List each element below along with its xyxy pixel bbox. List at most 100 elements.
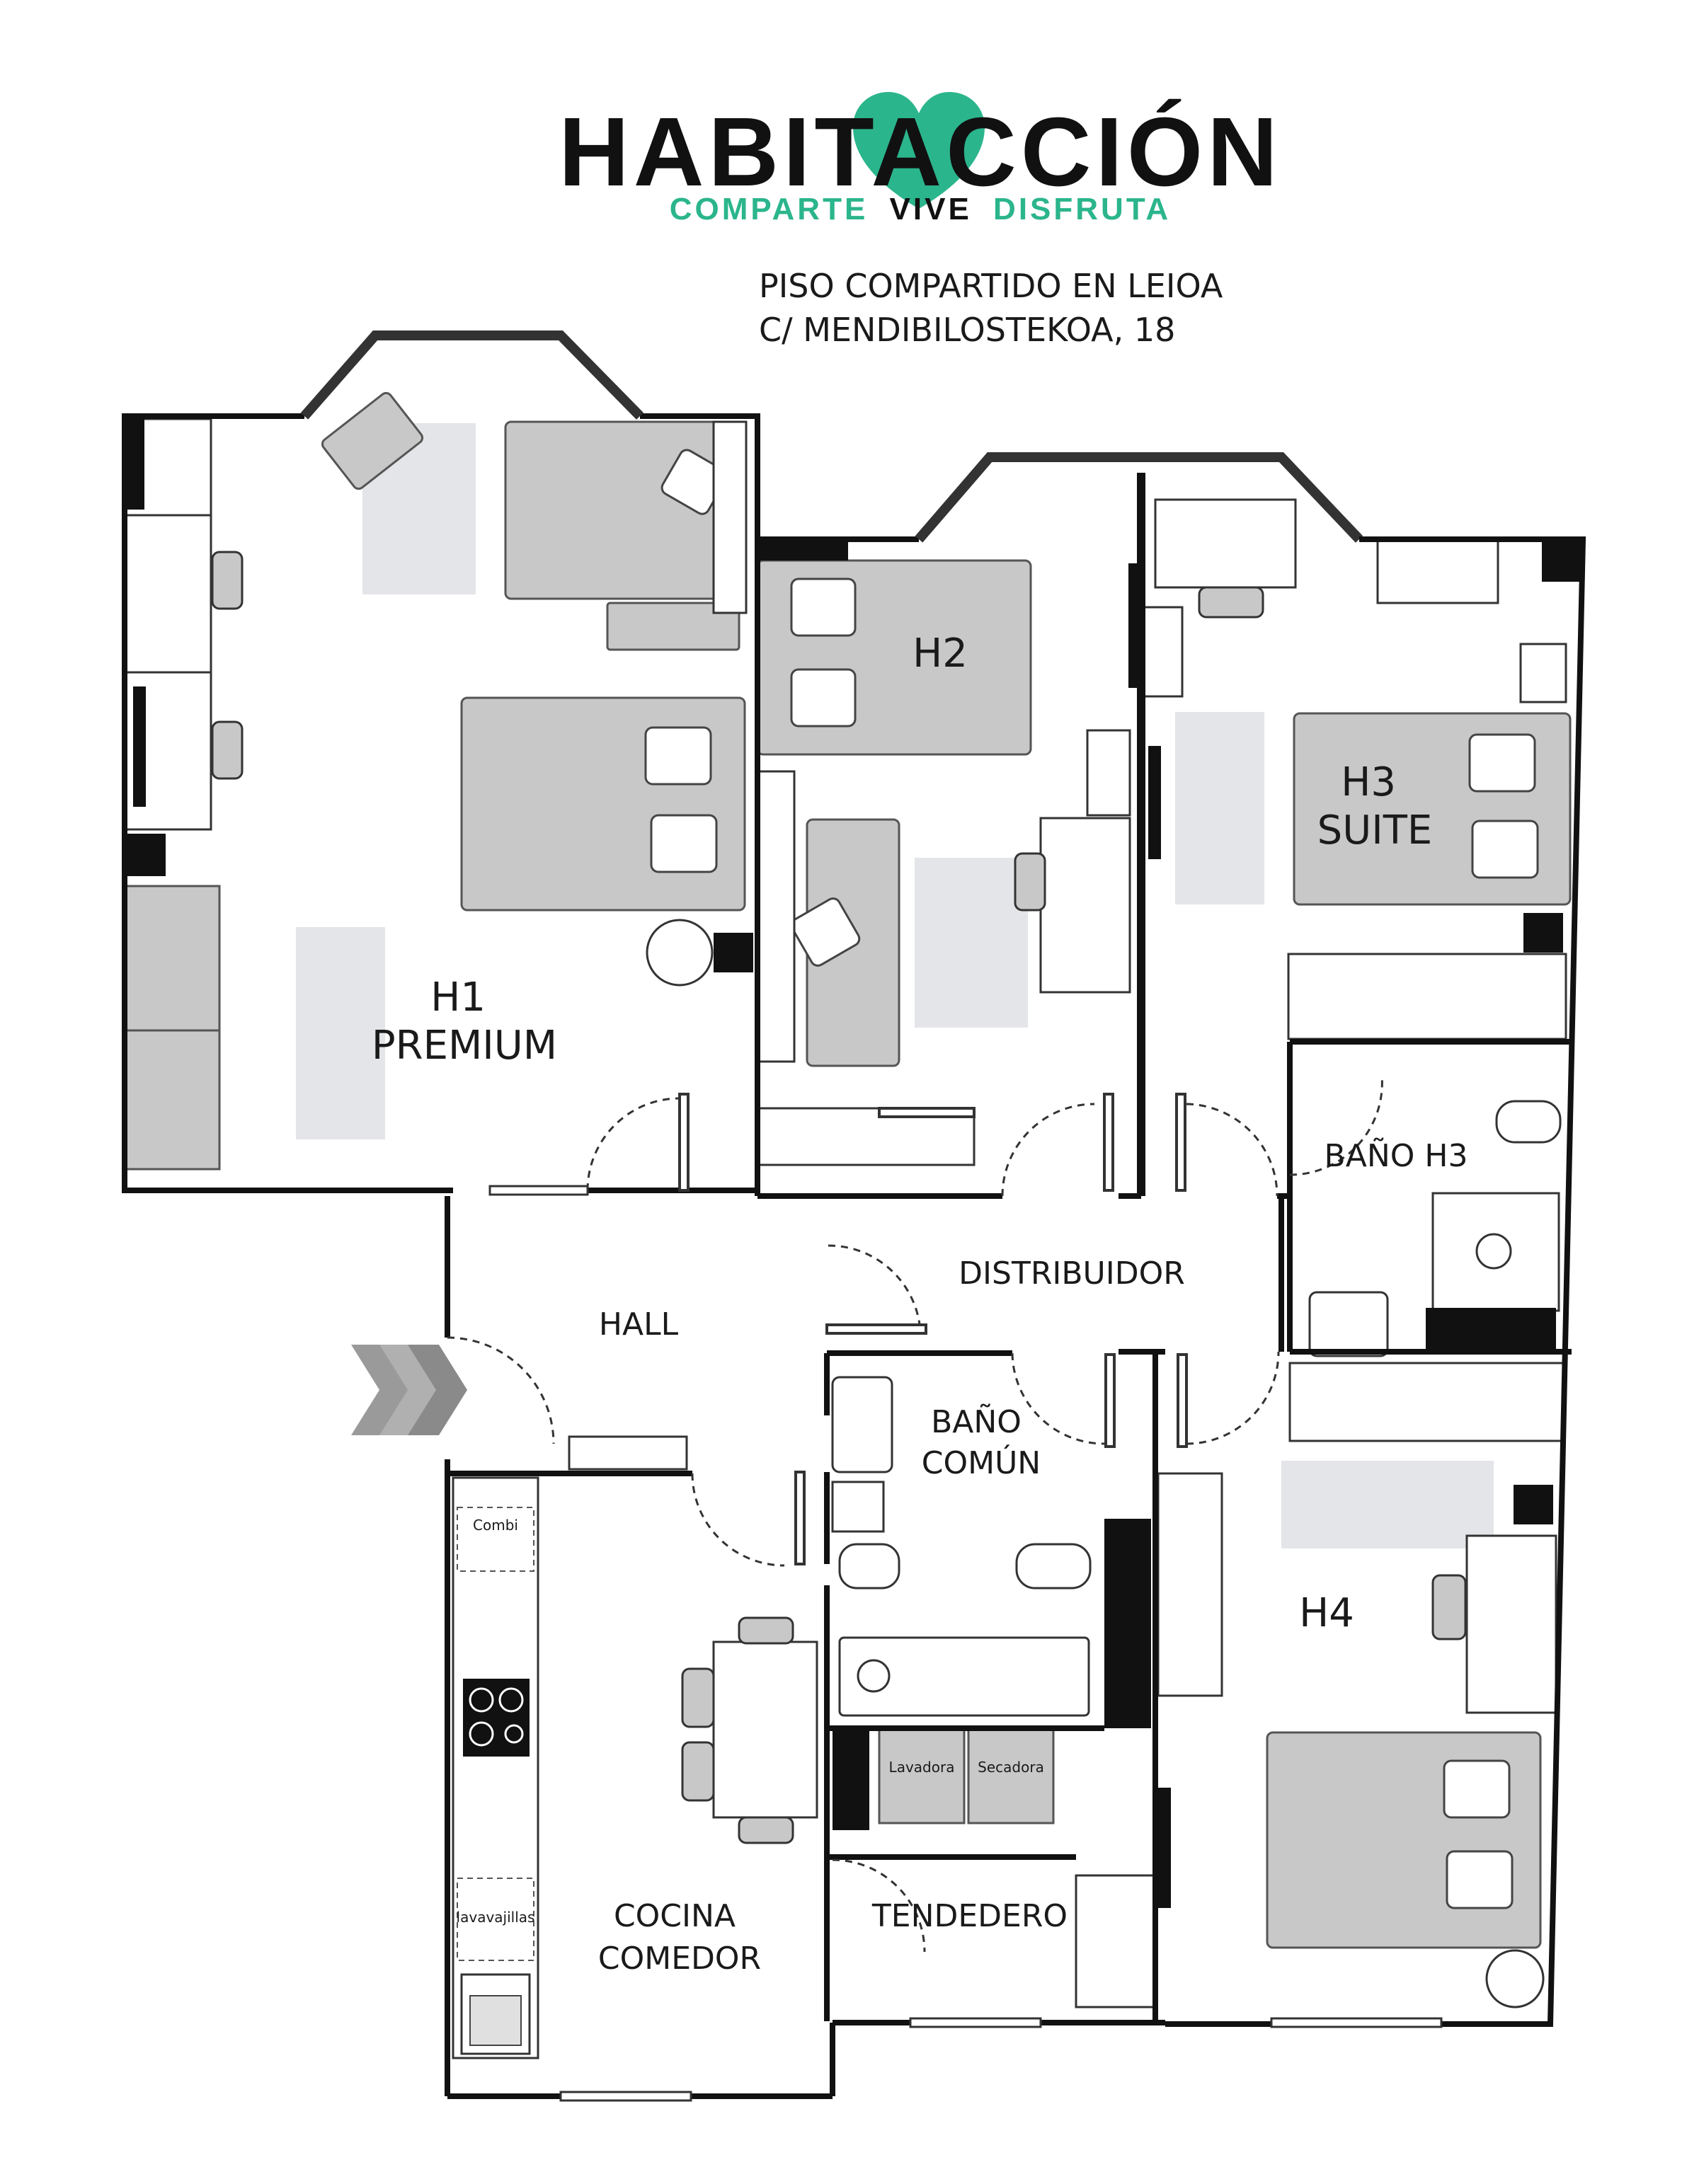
pillar	[757, 539, 848, 561]
cooktop	[463, 1679, 530, 1757]
door-swing	[691, 1473, 785, 1567]
window	[909, 2017, 1042, 2028]
door-leaf	[878, 1107, 976, 1118]
armchair-h1	[321, 391, 424, 490]
address-line-1: PISO COMPARTIDO EN LEIOA	[759, 267, 1223, 305]
room-h3-type: SUITE	[1317, 807, 1433, 854]
door-swing	[1186, 1103, 1278, 1197]
pillar	[125, 834, 166, 876]
room-bano-comun-label: BAÑO COMÚN	[922, 1403, 1041, 1481]
room-cocina-label: COCINA COMEDOR	[598, 1898, 761, 1977]
door-leaf	[1104, 1353, 1116, 1448]
wardrobe-h3	[1287, 953, 1567, 1040]
wardrobe-h4	[1288, 1362, 1566, 1442]
washer-label: Lavadora	[889, 1759, 955, 1776]
sink-h3	[1308, 1291, 1389, 1357]
bay-window-inner	[317, 345, 627, 418]
toilet-h3	[1495, 1100, 1562, 1144]
heart-icon	[853, 92, 985, 209]
door-leaves	[678, 1093, 1188, 1565]
bay-window	[915, 452, 1363, 543]
pillow	[790, 668, 857, 728]
bed-h1-top	[504, 420, 748, 600]
bay-window-inner	[932, 467, 1346, 541]
logo: HABITACCIÓN COMPARTE VIVE DISFRUTA	[559, 92, 1282, 226]
pillow	[1446, 1850, 1514, 1909]
chair	[681, 1667, 715, 1728]
dining-table	[712, 1640, 818, 1819]
address-line-2: C/ MENDIBILOSTEKOA, 18	[759, 311, 1175, 349]
door-swing	[1186, 1351, 1280, 1445]
chair	[738, 1816, 794, 1844]
cabinet-h3-a	[1376, 536, 1499, 604]
door-leaf	[794, 1471, 806, 1565]
shelf-h3	[1141, 606, 1184, 698]
rug	[1281, 1461, 1494, 1548]
burner	[504, 1724, 524, 1744]
sink-basin	[469, 1995, 522, 2046]
chair	[738, 1616, 794, 1645]
dishwasher-label: lavavajillas	[457, 1909, 535, 1926]
chairs	[211, 551, 1467, 1844]
pillar	[714, 933, 753, 972]
door-swing	[828, 1244, 922, 1331]
door-swing	[832, 1858, 926, 1953]
cabinet-tendedero	[1075, 1874, 1155, 2008]
pillow	[790, 577, 857, 637]
desk-h1-a	[123, 514, 212, 674]
round-table-h1	[646, 919, 714, 987]
round-table-h4	[1485, 1949, 1545, 2008]
wardrobe-h1-a	[125, 885, 221, 1032]
pillow	[1471, 820, 1539, 879]
dryer	[967, 1728, 1055, 1824]
door-swing	[1001, 1103, 1095, 1197]
washer	[878, 1728, 966, 1824]
burner	[498, 1687, 524, 1713]
door-leaf	[1177, 1353, 1188, 1448]
room-h1-label: H1 PREMIUM	[372, 975, 557, 1069]
room-h3-label: H3 SUITE	[1317, 759, 1433, 854]
room-distribuidor-label: DISTRIBUIDOR	[959, 1255, 1185, 1292]
door-leaf	[825, 1323, 927, 1335]
dryer-label: Secadora	[978, 1759, 1044, 1776]
shower-drain	[1475, 1233, 1512, 1270]
nightstand-h2	[755, 770, 796, 1063]
rug	[915, 858, 1028, 1028]
room-h4-label: H4	[1299, 1590, 1354, 1636]
chair	[1431, 1574, 1467, 1640]
pillar	[1148, 746, 1161, 859]
cabinet-comun	[831, 1481, 885, 1533]
bidet	[838, 1543, 900, 1590]
bay-window	[300, 331, 643, 420]
pillow	[650, 814, 718, 873]
burner	[469, 1687, 494, 1713]
rug	[1175, 712, 1264, 904]
room-bano-comun-line1: BAÑO	[931, 1403, 1022, 1440]
pillow	[1468, 733, 1536, 793]
pillow	[644, 726, 712, 786]
solid-walls	[125, 416, 1581, 1908]
rug	[296, 927, 385, 1139]
room-cocina-line2: COMEDOR	[598, 1941, 761, 1977]
rugs	[296, 423, 1494, 1548]
pillar	[1158, 1788, 1171, 1908]
window	[559, 2091, 692, 2102]
pillow	[1443, 1759, 1511, 1819]
burner	[469, 1721, 494, 1747]
brand-title: HABITACCIÓN	[559, 98, 1282, 207]
door-leaf	[1175, 1093, 1186, 1192]
pillar	[1426, 1308, 1556, 1352]
desk-h3	[1154, 498, 1297, 589]
boiler	[457, 1507, 534, 1572]
desk-h2	[1039, 817, 1131, 994]
chair	[211, 551, 244, 610]
window	[1270, 2017, 1443, 2028]
pillar	[1542, 539, 1581, 582]
tagline-comparte: COMPARTE	[670, 192, 869, 226]
door-leaf	[678, 1093, 690, 1192]
boiler-label: Combi	[473, 1517, 518, 1534]
window	[488, 1185, 589, 1196]
room-hall-label: HALL	[599, 1306, 679, 1343]
room-h2-label: H2	[913, 631, 968, 677]
